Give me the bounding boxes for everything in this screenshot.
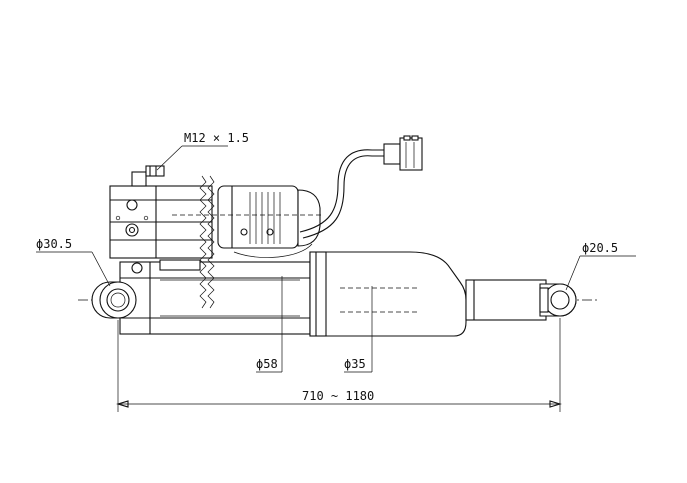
electrical-cable [233,149,384,258]
rod-diameter-label: ϕ35 [344,357,366,371]
thread-label: M12 × 1.5 [184,131,249,145]
pin-left-diameter-label: ϕ30.5 [36,237,72,251]
outer-tube [309,251,467,337]
left-clevis [91,281,137,319]
connector-plug [383,135,423,171]
motor [217,185,321,249]
valve-block [109,185,213,259]
cylinder-diameter-label: ϕ58 [256,357,278,371]
break-lines [199,175,215,309]
stroke-length-label: 710 ~ 1180 [302,389,374,403]
pin-right-diameter-label: ϕ20.5 [582,241,618,255]
thread-leader [156,145,183,171]
right-rod-eye [539,283,577,317]
piston-rod [465,279,547,321]
hydraulic-fitting [131,165,165,187]
cylinder-body [119,259,311,335]
